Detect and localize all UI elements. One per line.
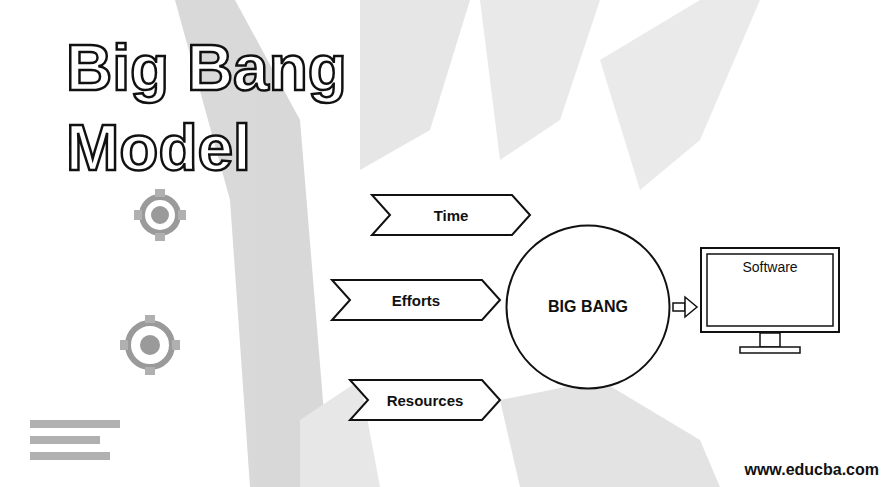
circle-outline — [507, 226, 670, 389]
node-label: Software — [700, 259, 840, 275]
node-label: Efforts — [392, 292, 440, 309]
banner-outline — [332, 280, 500, 320]
monitor-stand — [760, 333, 780, 347]
flow-arrow — [673, 297, 697, 317]
watermark: www.educba.com — [744, 461, 879, 479]
diagram-title: Big Bang Model — [66, 28, 366, 188]
node-label: Time — [434, 207, 469, 224]
gear-icons — [128, 197, 178, 367]
node-label: Resources — [387, 392, 464, 409]
process-circle: BIG BANG — [505, 224, 671, 390]
monitor-base — [740, 347, 800, 353]
arrow-banner: Time — [372, 195, 530, 235]
monitor-box: Software — [700, 247, 840, 333]
arrow-banner: Efforts — [332, 280, 500, 320]
arrow-head — [685, 297, 697, 317]
arrow-banner: Resources — [350, 380, 500, 420]
gear-teeth — [30, 189, 186, 460]
node-label: BIG BANG — [548, 298, 628, 316]
banner-outline — [350, 380, 500, 420]
banner-outline — [372, 195, 530, 235]
monitor-frame — [701, 248, 839, 332]
arrow-shaft — [673, 303, 685, 311]
